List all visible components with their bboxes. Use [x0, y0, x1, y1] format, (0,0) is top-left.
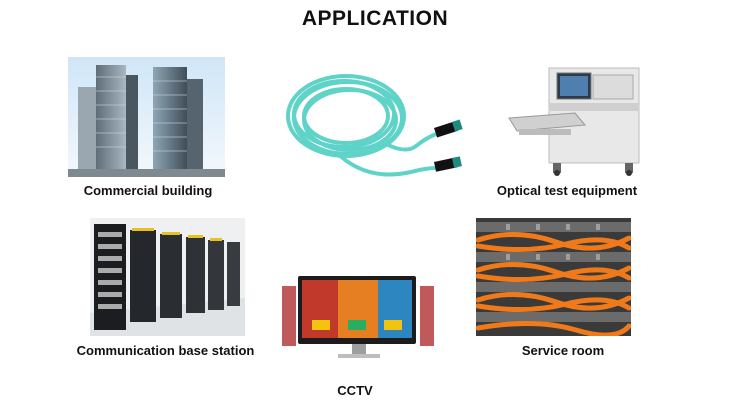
caption-service-room: Service room: [521, 343, 605, 358]
commercial-building-image: [68, 57, 225, 177]
communication-base-station-image: [90, 218, 245, 336]
fiber-cable-image: [276, 64, 472, 184]
cctv-image: [282, 262, 437, 372]
service-room-image: [476, 218, 631, 336]
optical-test-equipment-image: [505, 63, 650, 178]
caption-optical-test-equipment: Optical test equipment: [496, 183, 638, 198]
caption-commercial-building: Commercial building: [83, 183, 213, 198]
caption-cctv: CCTV: [337, 383, 373, 398]
page-title: APPLICATION: [301, 7, 449, 30]
caption-communication-base-station: Communication base station: [76, 343, 255, 358]
